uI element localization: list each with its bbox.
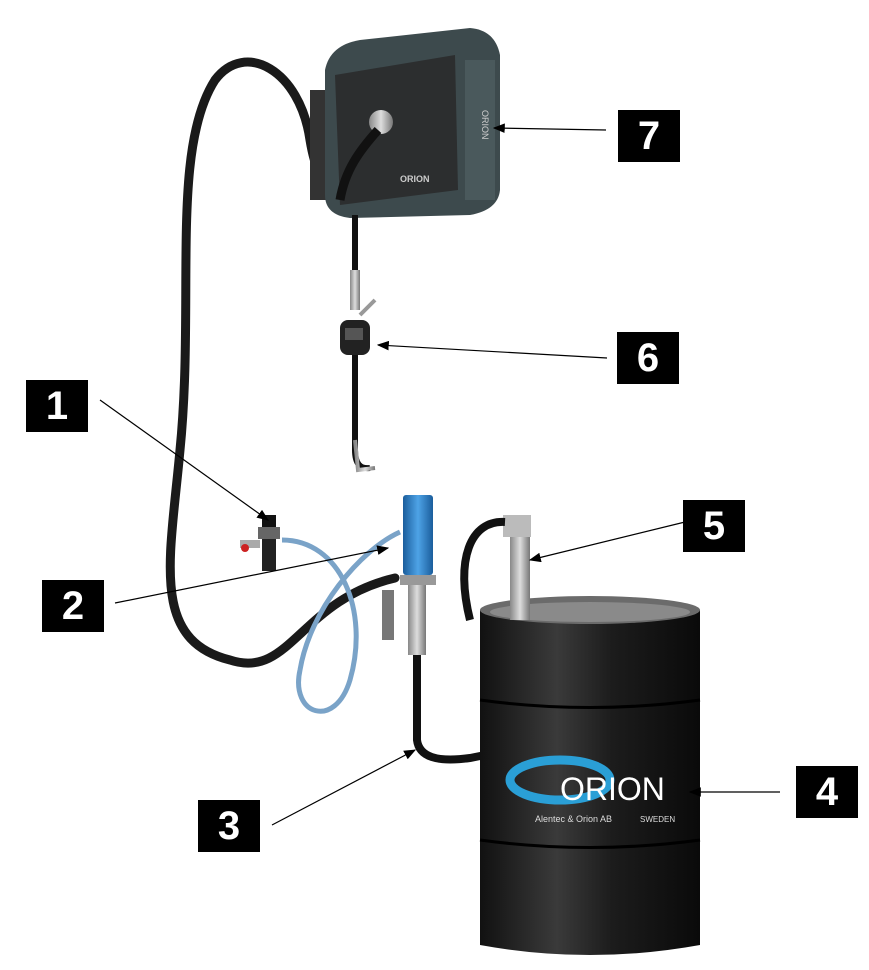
arrow-2 [114,545,390,604]
air-hose [281,529,402,714]
air-pump [382,495,486,764]
reel-front-logo: ORION [400,174,430,184]
barrel-brand: ORION [560,771,665,807]
reel-side-logo: ORION [480,110,490,140]
callout-arrows [99,123,780,826]
barrel-maker: Alentec & Orion AB [535,814,612,824]
supply-hose [165,57,400,668]
callout-label-3: 3 [198,800,260,852]
callout-label-5: 5 [683,500,745,552]
suction-tube [510,515,530,620]
arrow-1 [99,399,269,521]
callout-label-1: 1 [26,380,88,432]
oil-barrel: ORION Alentec & Orion AB SWEDEN [460,515,701,955]
callout-label-2: 2 [42,580,104,632]
arrow-3 [271,749,417,826]
filter-regulator [240,515,280,571]
callout-label-6: 6 [617,332,679,384]
callout-label-4: 4 [796,766,858,818]
arrow-5 [528,521,686,563]
barrel-logo-swoosh [505,755,615,805]
barrel-country: SWEDEN [640,815,675,824]
callout-label-7: 7 [618,110,680,162]
oil-meter-gun [340,215,377,473]
arrow-7 [492,123,607,133]
hose-reel: ORION ORION [310,28,500,218]
arrow-6 [376,340,608,359]
